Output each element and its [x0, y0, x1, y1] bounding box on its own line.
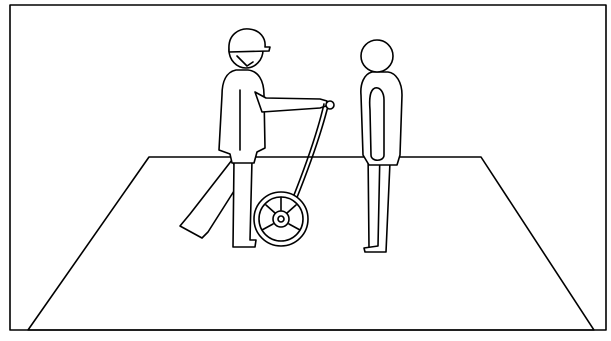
worker-front-leg [233, 160, 256, 247]
worker-torso [219, 70, 265, 163]
measuring-wheel-icon [254, 101, 334, 246]
hard-hat-icon [229, 29, 270, 52]
ground-plane [28, 157, 594, 330]
wheel-handle-rod-inner [292, 104, 324, 200]
person-head [361, 40, 393, 72]
worker-back-leg [180, 160, 241, 238]
standing-person-figure [361, 40, 402, 252]
wheel-handle-knob [326, 101, 334, 109]
person-arm [370, 88, 384, 160]
worker-arm [255, 92, 327, 112]
wheel-hub [273, 211, 289, 227]
wheel-handle-rod [296, 106, 328, 200]
